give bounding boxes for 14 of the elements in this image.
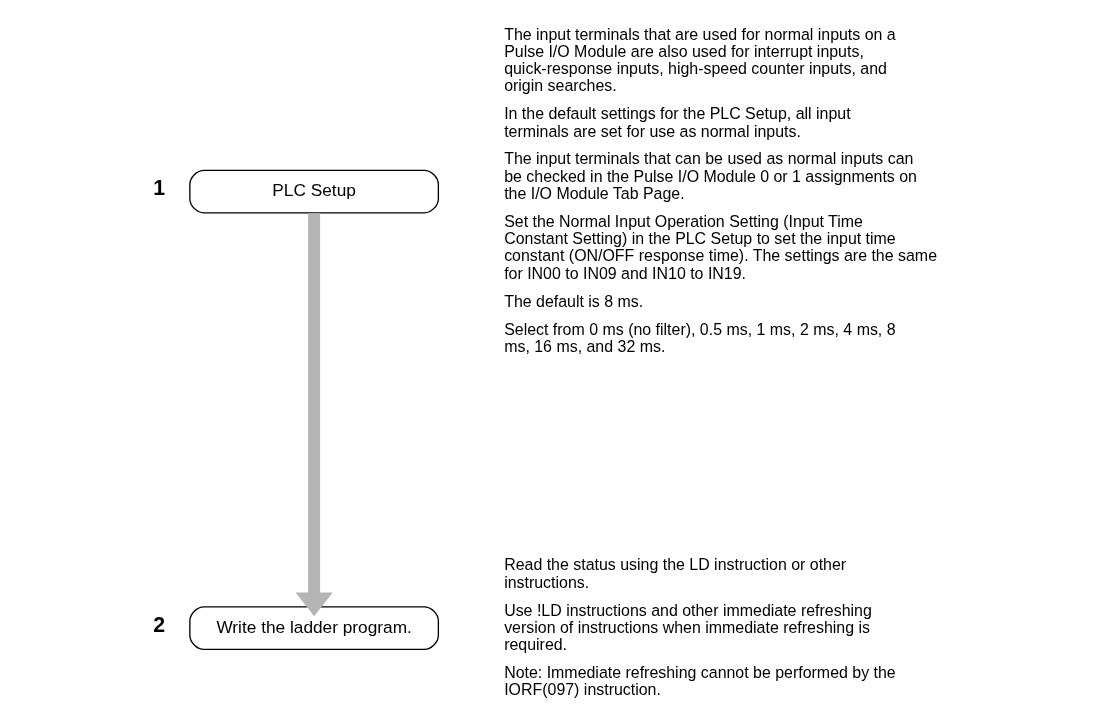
node-label: 2 — [153, 612, 166, 637]
node-label: Use !LD instructions and other immediate refreshing version of instructions when immediate refreshing is required. — [504, 601, 872, 654]
node-label: Note: Immediate refreshing cannot be performed by the IORF(097) instruction. — [504, 664, 896, 699]
node-label: Set the Normal Input Operation Setting (Input Time Constant Setting) in the PLC Setup to set the input time constant (ON/OFF response time). The settings are the same for IN00 to IN09 and IN10 to IN19. — [504, 212, 938, 282]
node-label: The default is 8 ms. — [504, 292, 644, 310]
node-label: The input terminals that can be used as normal inputs can be checked in the Pulse I/O Module 0 or 1 assignments on the I/O Module Tab Page. — [504, 150, 917, 203]
node-box: PLC Setup — [189, 169, 440, 214]
node-label: In the default settings for the PLC Setup, all input terminals are set for use as normal inputs. — [504, 105, 851, 140]
node-box: Write the ladder program. — [189, 606, 440, 651]
arrow — [295, 213, 333, 617]
node-label: Read the status using the LD instruction or other instructions. — [504, 556, 847, 591]
node-label: 1 — [153, 176, 166, 201]
node-label: The input terminals that are used for normal inputs on a Pulse I/O Module are also used for interrupt inputs, quick-response inputs, high-speed counter inputs, and origin searches. — [504, 25, 896, 95]
node-label: Select from 0 ms (no filter), 0.5 ms, 1 ms, 2 ms, 4 ms, 8 ms, 16 ms, and 32 ms. — [504, 320, 896, 355]
